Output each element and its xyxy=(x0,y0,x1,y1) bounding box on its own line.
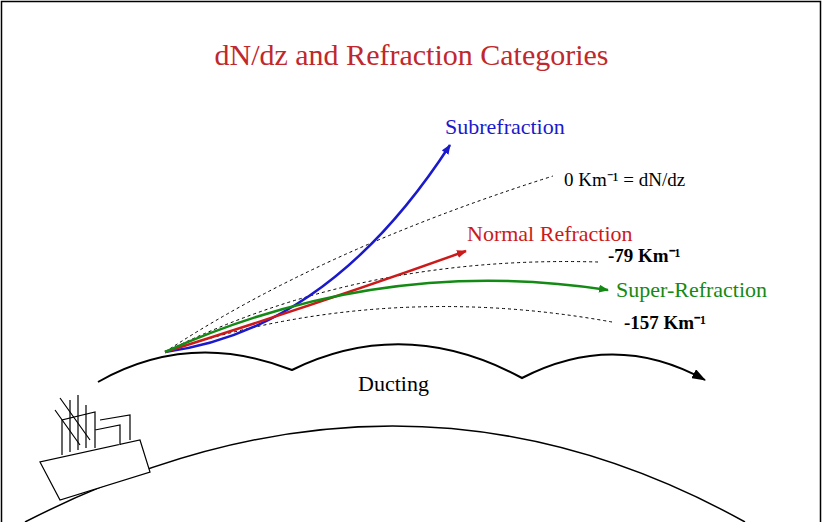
category-label: Subrefraction xyxy=(443,115,567,139)
gradient-label: 0 Km⁻¹ = dN/dz xyxy=(562,170,687,191)
category-label: Normal Refraction xyxy=(465,222,635,246)
earth-surface xyxy=(25,426,745,522)
category-label: Super-Refraction xyxy=(614,278,769,302)
subrefraction-ray xyxy=(165,145,450,352)
region-label: Ducting xyxy=(356,372,431,396)
super-refraction-ray xyxy=(165,281,608,352)
diagram-title: dN/dz and Refraction Categories xyxy=(0,38,823,71)
gradient-label: -157 Km⁻¹ xyxy=(622,313,708,334)
ship-symbol xyxy=(40,395,150,500)
gradient-line-157 xyxy=(165,307,612,352)
gradient-line-79 xyxy=(165,262,598,352)
gradient-label: -79 Km⁻¹ xyxy=(606,246,682,267)
